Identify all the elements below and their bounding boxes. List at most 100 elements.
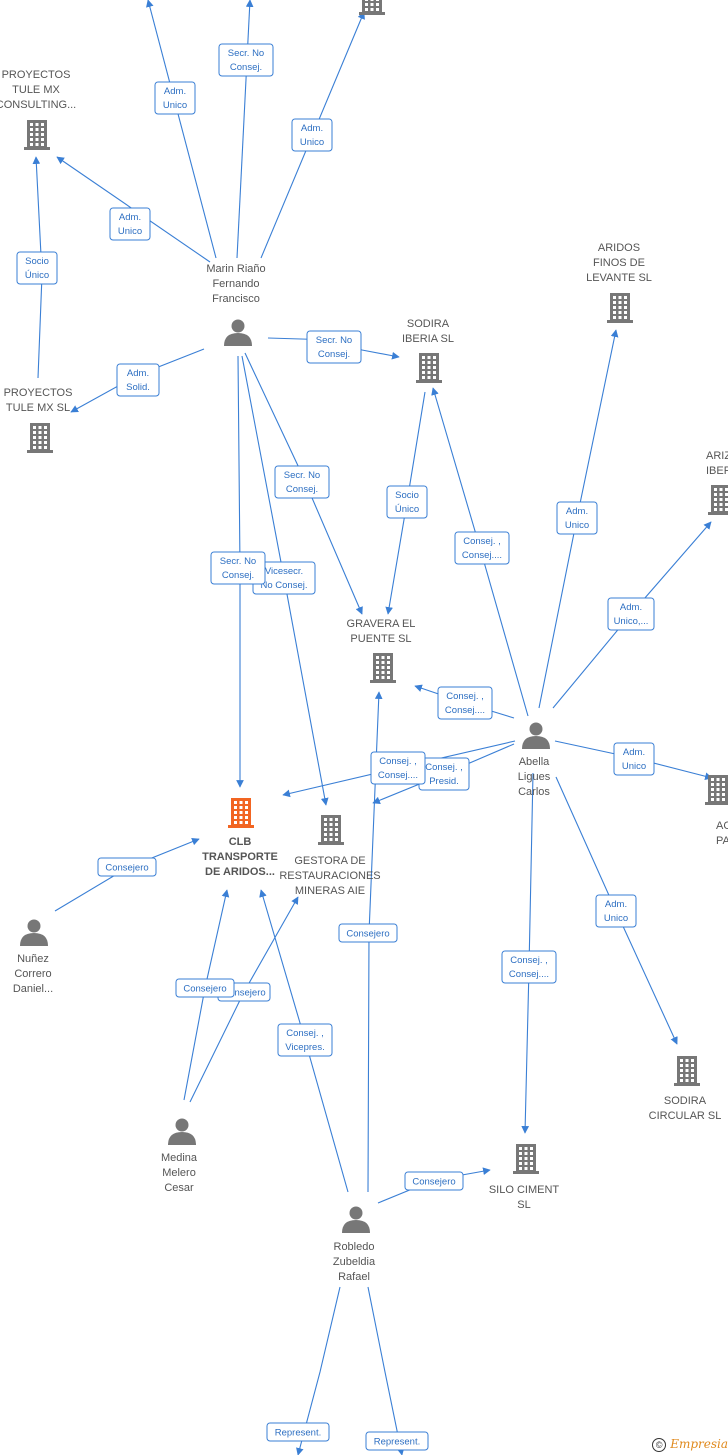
edge-label-text: Consej. , [510, 955, 548, 966]
edge-label[interactable]: Consejero [338, 923, 398, 943]
node-label: CIRCULAR SL [649, 1110, 722, 1122]
edge-label[interactable]: Adm.Unico [556, 501, 598, 535]
edge-label-text: Adm. [119, 212, 141, 223]
edge-label-text: Único [395, 504, 419, 515]
person-icon [168, 1118, 196, 1145]
person-icon [20, 919, 48, 946]
edge-label-text: Consej. , [286, 1028, 324, 1039]
edge-label-text: Consej.... [445, 705, 485, 716]
edge-label[interactable]: Adm.Solid. [116, 363, 160, 397]
building-icon [607, 293, 633, 323]
node-top-company[interactable] [359, 0, 385, 15]
node-label: AC [716, 820, 728, 832]
node-label: PUENTE SL [350, 633, 411, 645]
edge-label-text: Unico [604, 913, 628, 924]
node-label: Medina [161, 1152, 198, 1164]
edge-label-text: Consej.... [462, 550, 502, 561]
edge-label-text: Consejero [346, 929, 389, 940]
edge-label-text: Represent. [275, 1428, 321, 1439]
edge-label-text: Unico [300, 137, 324, 148]
edge-label-text: Consejero [105, 863, 148, 874]
edge-line [236, 0, 254, 259]
building-icon [318, 815, 344, 845]
edge-label[interactable]: Consej. ,Consej.... [370, 751, 426, 785]
edge-label[interactable]: Consejero [175, 978, 235, 998]
edge-label-text: Unico [622, 761, 646, 772]
building-icon [708, 485, 728, 515]
edge-label[interactable]: Adm.Unico [154, 81, 196, 115]
node-label: Melero [162, 1167, 196, 1179]
edge-label-text: Adm. [620, 602, 642, 613]
edge-label-text: Unico [163, 100, 187, 111]
edge-label-text: Consej. , [379, 756, 417, 767]
node-label: CONSULTING... [0, 99, 76, 111]
node-label: TRANSPORTE [202, 851, 278, 863]
node-gravera[interactable]: GRAVERA EL PUENTE SL [347, 618, 416, 683]
edge-label-text: Adm. [605, 899, 627, 910]
edge-label-text: Solid. [126, 382, 150, 393]
edge-label-text: Consejero [183, 984, 226, 995]
edge-label-text: Consej. , [446, 691, 484, 702]
edge-label[interactable]: Consej. , Consej.... [437, 686, 493, 720]
edge-label-text: Vicesecr. [265, 566, 303, 577]
node-label: MINERAS AIE [295, 885, 365, 897]
edge-label-text: Consej.... [509, 969, 549, 980]
edge-label[interactable]: Consej. ,Consej.... [454, 531, 510, 565]
node-label: Rafael [338, 1271, 370, 1283]
edge-label-text: Unico [118, 226, 142, 237]
node-ac[interactable]: ACPAI [705, 775, 728, 847]
edge-label[interactable]: Adm.Unico [613, 742, 655, 776]
edge-label[interactable]: Adm. Unico [595, 894, 637, 928]
brand-footer: ©Empresia [652, 1437, 728, 1452]
edge-label-text: Consej. , [425, 762, 463, 773]
node-label: SILO CIMENT [489, 1184, 560, 1196]
edge-label[interactable]: Consejero [97, 857, 157, 877]
node-label: Correro [14, 968, 51, 980]
building-icon [228, 798, 254, 828]
node-silo[interactable]: SILO CIMENT SL [489, 1144, 560, 1211]
edge-label[interactable]: Adm. Unico [109, 207, 151, 241]
building-icon [705, 775, 728, 805]
edge-label-text: Consej. [230, 62, 262, 73]
node-label: Robledo [334, 1241, 375, 1253]
edge-label[interactable]: Consejero [404, 1171, 464, 1191]
building-icon [359, 0, 385, 15]
edge-label[interactable]: Adm.Unico [291, 118, 333, 152]
building-icon [27, 423, 53, 453]
node-nunez[interactable]: NuñezCorreroDaniel... [13, 919, 53, 996]
edge-label[interactable]: Represent. [365, 1431, 429, 1451]
edge-label-text: Consejero [222, 988, 265, 999]
edge-label[interactable]: Consej. ,Vicepres. [277, 1023, 333, 1057]
edge-label[interactable]: Represent. [266, 1422, 330, 1442]
edge-label[interactable]: Vicesecr.No Consej. [252, 561, 316, 595]
edge-label[interactable]: Consej. , Consej.... [501, 950, 557, 984]
edge-label-text: Secr. No [220, 556, 256, 567]
node-label: ARIDOS [598, 242, 640, 254]
node-label: SL [517, 1199, 530, 1211]
node-label: Abella [519, 756, 550, 768]
edge-label[interactable]: Consej. ,Presid. [418, 757, 470, 791]
edge-label[interactable]: Adm.Unico,... [607, 597, 655, 631]
node-label: GRAVERA EL [347, 618, 416, 630]
edge-label-text: Represent. [374, 1437, 420, 1448]
building-icon [513, 1144, 539, 1174]
node-ariz[interactable]: ARIZIBERI [706, 450, 728, 515]
edge-label-text: Socio [25, 256, 49, 267]
